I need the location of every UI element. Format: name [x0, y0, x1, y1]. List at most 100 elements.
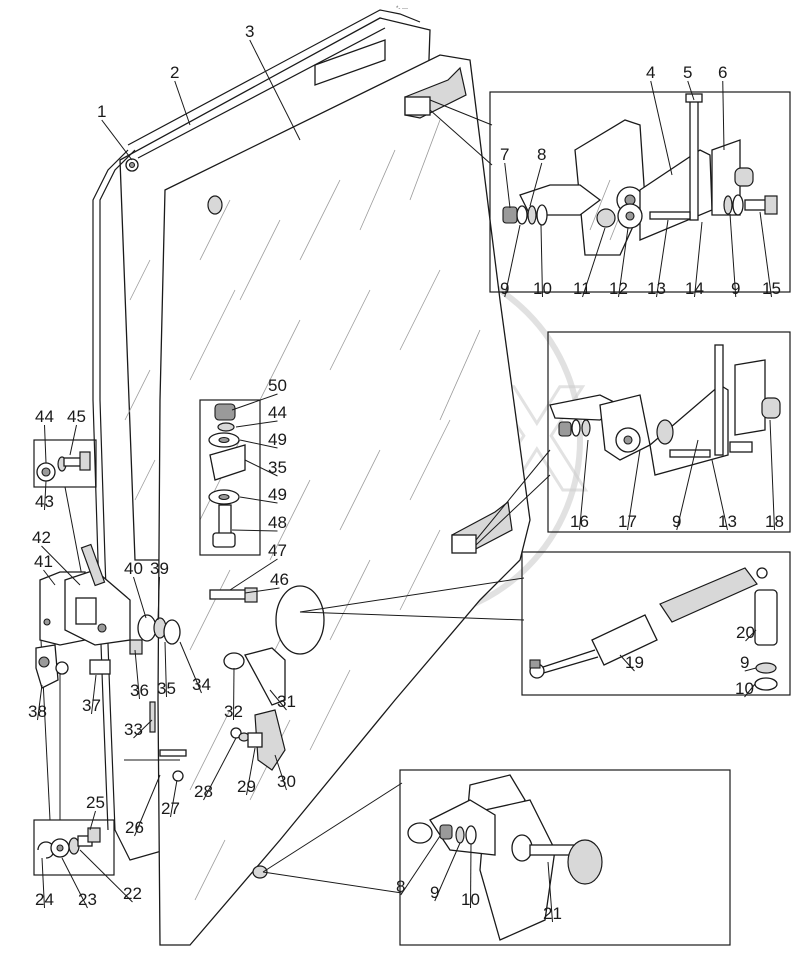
- callout-16: 16: [570, 512, 589, 531]
- leader-line-23: [61, 857, 88, 909]
- leader-line-25: [89, 810, 96, 831]
- leader-line-9: [504, 224, 521, 298]
- callout-9: 9: [731, 279, 740, 298]
- callout-49: 49: [268, 485, 287, 504]
- callout-41: 41: [34, 552, 53, 571]
- leader-line-19: [619, 654, 635, 672]
- leader-line-35: [164, 641, 167, 698]
- leader-line-10: [540, 224, 543, 298]
- leader-line-16: [579, 439, 589, 531]
- leader-line-24: [41, 857, 45, 909]
- callout-27: 27: [161, 799, 180, 818]
- callout-17: 17: [618, 512, 637, 531]
- leader-line-33: [133, 719, 153, 739]
- callout-9: 9: [672, 512, 681, 531]
- callout-2: 2: [170, 63, 179, 82]
- leader-line-36: [134, 649, 140, 700]
- leader-line-40: [133, 576, 147, 619]
- glass-mount-hole: [207, 195, 223, 215]
- leader-line-3: [249, 39, 301, 141]
- strut-mount-oval: [275, 585, 325, 655]
- callout-9: 9: [500, 279, 509, 298]
- leader-line-10: [744, 683, 756, 698]
- leader-line-9: [744, 667, 757, 672]
- callout-35: 35: [268, 458, 287, 477]
- leader-line-17: [627, 449, 641, 531]
- callout-leaders: [37, 39, 775, 923]
- callout-20: 20: [736, 623, 755, 642]
- callout-33: 33: [124, 720, 143, 739]
- leader-line-46: [244, 587, 280, 594]
- leader-line-22: [79, 849, 133, 903]
- leader-line-35: [244, 459, 278, 477]
- callout-3: 3: [245, 22, 254, 41]
- leader-line-6: [722, 80, 725, 151]
- leader-line-7: [504, 162, 511, 209]
- leader-line-14: [694, 221, 703, 298]
- leader-line-39: [157, 576, 160, 621]
- glass-stop-mount: [252, 865, 268, 879]
- leader-line-5: [687, 80, 695, 101]
- callout-39: 39: [150, 559, 169, 578]
- leader-line-18: [769, 419, 775, 531]
- callout-50: 50: [268, 376, 287, 395]
- inset-lower-hinge: [475, 331, 791, 546]
- callout-26: 26: [125, 818, 144, 837]
- callout-38: 38: [28, 702, 47, 721]
- callout-37: 37: [82, 696, 101, 715]
- leader-line-49: [239, 496, 278, 504]
- callout-6: 6: [718, 63, 727, 82]
- callout-42: 42: [32, 528, 51, 547]
- callout-36: 36: [130, 681, 149, 700]
- callout-25: 25: [86, 793, 105, 812]
- leader-line-9: [434, 842, 461, 902]
- leader-line-43: [44, 480, 47, 511]
- leader-line-48: [231, 529, 278, 532]
- leader-line-4: [650, 80, 673, 176]
- callout-8: 8: [396, 877, 405, 896]
- callout-10: 10: [735, 679, 754, 698]
- leader-line-42: [41, 545, 81, 586]
- leader-line-31: [269, 689, 287, 711]
- door-lock-assembly: [35, 543, 181, 733]
- callout-15: 15: [762, 279, 781, 298]
- callout-40: 40: [124, 559, 143, 578]
- callout-13: 13: [647, 279, 666, 298]
- callout-29: 29: [237, 777, 256, 796]
- callout-49: 49: [268, 430, 287, 449]
- callout-4: 4: [646, 63, 655, 82]
- leader-line-9: [676, 439, 699, 531]
- leader-line-15: [759, 211, 772, 298]
- callout-1: 1: [97, 102, 106, 121]
- leader-line-28: [203, 737, 237, 801]
- inset-latch-screw: [33, 439, 97, 593]
- leader-line-45: [69, 424, 77, 456]
- inset-latch-stack: [199, 399, 261, 556]
- leader-line-27: [170, 779, 178, 818]
- leader-line-21: [547, 861, 553, 923]
- callout-22: 22: [123, 884, 142, 903]
- leader-line-30: [274, 754, 287, 791]
- callout-31: 31: [277, 692, 296, 711]
- callout-46: 46: [270, 570, 289, 589]
- leader-line-2: [174, 80, 191, 126]
- leader-line-32: [233, 667, 235, 721]
- leader-line-10: [470, 843, 472, 909]
- leader-line-34: [179, 641, 202, 694]
- callout-23: 23: [78, 890, 97, 909]
- leader-line-9: [729, 213, 737, 298]
- door-glass-panel: [92, 9, 531, 946]
- callout-21: 21: [543, 904, 562, 923]
- leader-line-26: [134, 774, 161, 837]
- callout-8: 8: [537, 145, 546, 164]
- leader-line-8: [529, 162, 543, 207]
- leader-line-12: [618, 227, 629, 298]
- callout-9: 9: [430, 883, 439, 902]
- callout-48: 48: [268, 513, 287, 532]
- callout-44: 44: [268, 403, 287, 422]
- upper-hinge-on-glass: [404, 66, 467, 119]
- leader-line-37: [91, 674, 97, 715]
- leader-line-11: [582, 227, 606, 298]
